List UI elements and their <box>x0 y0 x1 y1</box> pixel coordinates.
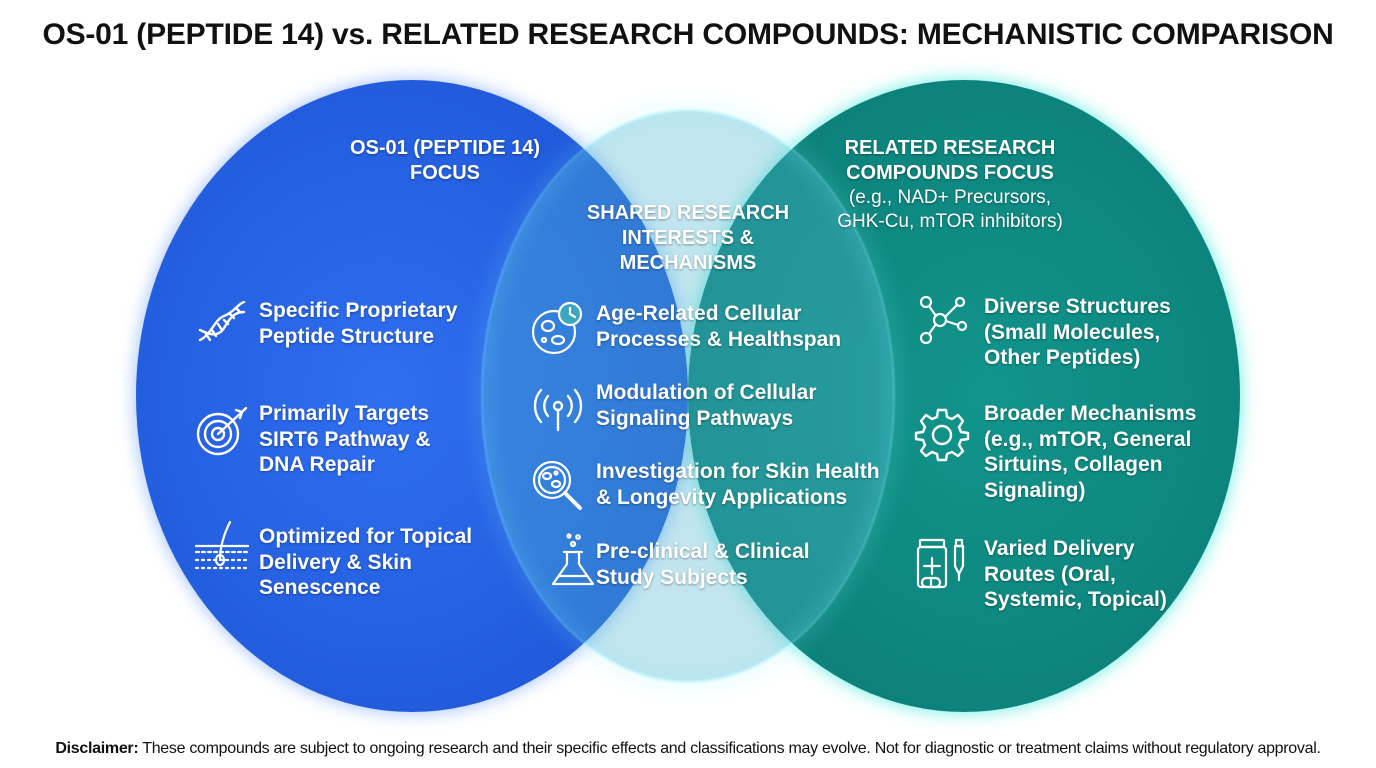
flask-icon <box>545 532 601 588</box>
pill-bottle-icon <box>914 536 970 592</box>
disclaimer: Disclaimer: These compounds are subject … <box>0 740 1376 758</box>
magnifier-cells-icon <box>530 458 586 514</box>
left-item-structure: Specific Proprietary Peptide Structure <box>259 298 499 349</box>
item-text: Investigation for Skin Health <box>596 460 880 483</box>
molecule-icon <box>914 292 970 348</box>
right-subheading: (e.g., NAD+ Precursors, <box>848 187 1052 208</box>
right-item-delivery: Varied Delivery Routes (Oral, Systemic, … <box>984 536 1224 613</box>
center-heading-line: INTERESTS & <box>621 227 755 249</box>
right-circle <box>688 80 1240 712</box>
item-text: Modulation of Cellular <box>596 381 817 404</box>
item-text: Signaling) <box>984 478 1086 502</box>
item-text: DNA Repair <box>259 453 375 476</box>
right-heading-line: COMPOUNDS FOCUS <box>846 162 1054 184</box>
right-subheading: GHK-Cu, mTOR inhibitors) <box>837 211 1063 232</box>
center-heading: SHARED RESEARCH INTERESTS & MECHANISMS <box>568 201 808 276</box>
left-heading-line: OS-01 (PEPTIDE 14) <box>349 137 541 159</box>
item-text: Broader Mechanisms <box>984 402 1197 425</box>
item-text: Delivery & Skin <box>259 550 412 574</box>
cell-clock-icon <box>530 300 586 356</box>
item-text: Systemic, Topical) <box>984 588 1167 611</box>
item-text: Primarily Targets <box>259 402 430 425</box>
item-text: Study Subjects <box>596 565 748 589</box>
item-text: Peptide Structure <box>259 324 435 348</box>
center-item-signaling: Modulation of Cellular Signaling Pathway… <box>596 380 866 431</box>
dna-icon <box>194 294 250 350</box>
center-item-studies: Pre-clinical & Clinical Study Subjects <box>596 539 866 590</box>
item-text: Signaling Pathways <box>596 406 794 430</box>
item-text: Pre-clinical & Clinical <box>596 540 810 563</box>
left-heading: OS-01 (PEPTIDE 14) FOCUS <box>330 136 560 186</box>
item-text: & Longevity Applications <box>596 485 848 509</box>
signal-icon <box>530 380 586 436</box>
page-title: OS-01 (PEPTIDE 14) vs. RELATED RESEARCH … <box>42 18 1334 51</box>
disclaimer-text: These compounds are subject to ongoing r… <box>138 740 1321 757</box>
right-heading-line: RELATED RESEARCH <box>844 137 1056 159</box>
item-text: SIRT6 Pathway & <box>259 427 431 451</box>
left-item-delivery: Optimized for Topical Delivery & Skin Se… <box>259 524 499 601</box>
skin-layer-icon <box>194 520 250 576</box>
item-text: Varied Delivery <box>984 537 1135 560</box>
left-circle <box>136 80 688 712</box>
item-text: Processes & Healthspan <box>596 327 842 351</box>
item-text: Routes (Oral, <box>984 562 1116 586</box>
item-text: Age-Related Cellular <box>596 302 802 325</box>
right-item-structures: Diverse Structures (Small Molecules, Oth… <box>984 294 1224 371</box>
right-item-mechanisms: Broader Mechanisms (e.g., mTOR, General … <box>984 401 1224 503</box>
left-heading-line: FOCUS <box>410 162 480 184</box>
item-text: Other Peptides) <box>984 346 1141 369</box>
center-heading-line: SHARED RESEARCH <box>586 202 790 224</box>
item-text: Specific Proprietary <box>259 299 458 322</box>
disclaimer-label: Disclaimer: <box>55 740 139 757</box>
item-text: (e.g., mTOR, General <box>984 427 1192 451</box>
item-text: Diverse Structures <box>984 295 1171 318</box>
right-heading: RELATED RESEARCH COMPOUNDS FOCUS (e.g., … <box>820 136 1080 234</box>
target-icon <box>194 404 250 460</box>
center-item-aging: Age-Related Cellular Processes & Healths… <box>596 301 866 352</box>
center-heading-line: MECHANISMS <box>619 252 757 274</box>
item-text: Senescence <box>259 576 381 599</box>
item-text: Optimized for Topical <box>259 525 473 548</box>
center-item-investigation: Investigation for Skin Health & Longevit… <box>596 459 886 510</box>
left-item-targets: Primarily Targets SIRT6 Pathway & DNA Re… <box>259 401 499 478</box>
gear-icon <box>914 406 970 462</box>
item-text: Sirtuins, Collagen <box>984 453 1163 476</box>
item-text: (Small Molecules, <box>984 320 1161 344</box>
